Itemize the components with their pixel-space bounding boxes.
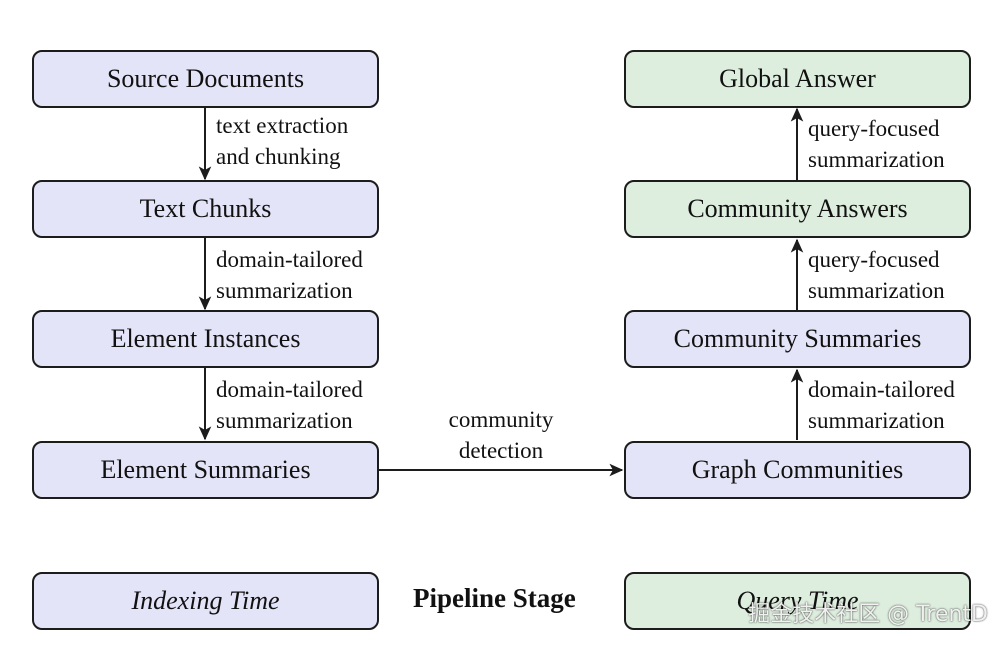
node-element-summaries-label: Element Summaries bbox=[100, 455, 311, 484]
edge-label-community-detection: community detection bbox=[401, 404, 601, 466]
legend-query-time: Query Time bbox=[624, 572, 971, 630]
edge-label-line: domain-tailored bbox=[216, 377, 363, 402]
legend-query-time-label: Query Time bbox=[736, 586, 859, 615]
edge-label-chunks-to-instances: domain-tailored summarization bbox=[216, 244, 363, 306]
edge-label-community-summaries-to-answers: query-focused summarization bbox=[808, 244, 945, 306]
edge-label-line: domain-tailored bbox=[808, 377, 955, 402]
edge-label-line: detection bbox=[458, 438, 544, 463]
node-element-instances: Element Instances bbox=[32, 310, 379, 368]
edge-label-source-to-chunks: text extraction and chunking bbox=[216, 110, 348, 172]
node-community-summaries: Community Summaries bbox=[624, 310, 971, 368]
node-community-summaries-label: Community Summaries bbox=[673, 324, 922, 353]
node-global-answer-label: Global Answer bbox=[719, 64, 876, 93]
edge-label-line: summarization bbox=[808, 408, 945, 433]
node-element-instances-label: Element Instances bbox=[110, 324, 301, 353]
node-graph-communities-label: Graph Communities bbox=[691, 455, 904, 484]
node-source-documents: Source Documents bbox=[32, 50, 379, 108]
edge-label-communities-to-community-summaries: domain-tailored summarization bbox=[808, 374, 955, 436]
edge-label-line: community bbox=[448, 407, 554, 432]
node-element-summaries: Element Summaries bbox=[32, 441, 379, 499]
node-text-chunks-label: Text Chunks bbox=[139, 194, 272, 223]
edge-label-line: and chunking bbox=[216, 144, 341, 169]
legend-pipeline-stage: Pipeline Stage bbox=[413, 583, 576, 613]
edge-label-line: summarization bbox=[216, 408, 353, 433]
edge-label-line: summarization bbox=[216, 278, 353, 303]
edge-label-answers-to-global: query-focused summarization bbox=[808, 113, 945, 175]
edge-label-line: query-focused bbox=[808, 116, 940, 141]
edge-label-line: summarization bbox=[808, 278, 945, 303]
node-source-documents-label: Source Documents bbox=[106, 64, 305, 93]
node-graph-communities: Graph Communities bbox=[624, 441, 971, 499]
node-community-answers-label: Community Answers bbox=[687, 194, 908, 223]
edge-label-line: text extraction bbox=[216, 113, 349, 138]
edge-label-line: summarization bbox=[808, 147, 945, 172]
legend-indexing-time: Indexing Time bbox=[32, 572, 379, 630]
edge-label-line: query-focused bbox=[808, 247, 940, 272]
node-community-answers: Community Answers bbox=[624, 180, 971, 238]
node-global-answer: Global Answer bbox=[624, 50, 971, 108]
edge-label-instances-to-summaries: domain-tailored summarization bbox=[216, 374, 363, 436]
watermark-text: 掘金技术社区 @ TrentD bbox=[748, 602, 988, 627]
legend-indexing-time-label: Indexing Time bbox=[131, 586, 280, 615]
edge-label-line: domain-tailored bbox=[216, 247, 363, 272]
node-text-chunks: Text Chunks bbox=[32, 180, 379, 238]
